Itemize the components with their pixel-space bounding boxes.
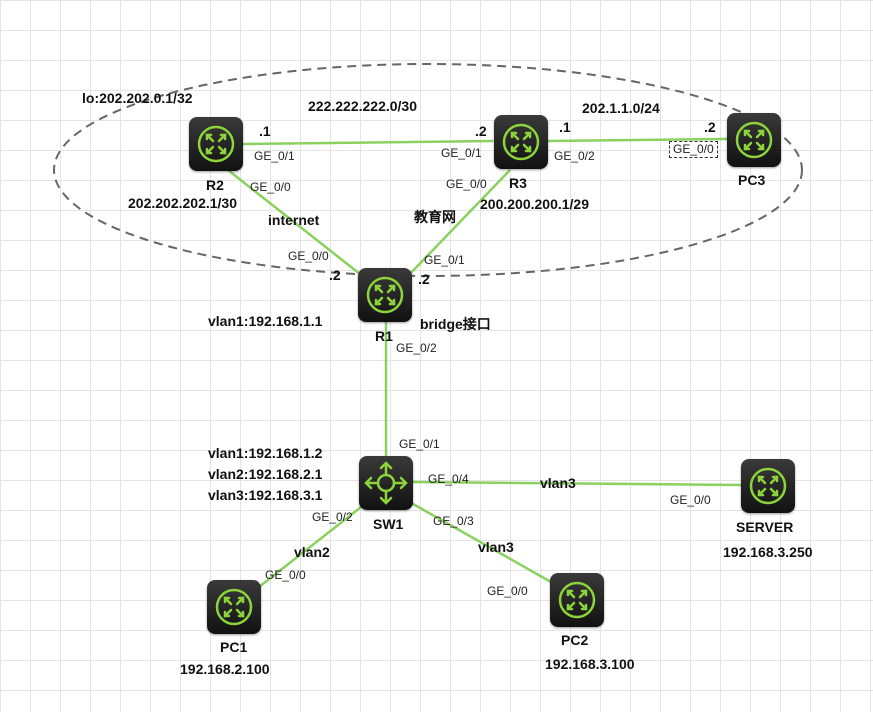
link-r2-r1 xyxy=(227,169,366,279)
r3-port-ge02: GE_0/2 xyxy=(554,149,595,163)
pc3-port-ge00: GE_0/0 xyxy=(669,141,718,158)
router-icon xyxy=(366,276,404,314)
router-icon xyxy=(558,581,596,619)
lo-address: lo:202.202.0.1/32 xyxy=(82,90,193,106)
sw-vlan2: vlan2:192.168.2.1 xyxy=(208,466,323,482)
router-icon xyxy=(735,121,773,159)
network-boundary-ellipse xyxy=(53,63,803,277)
r3-wan: 200.200.200.1/29 xyxy=(480,196,589,212)
link-r3-r1 xyxy=(405,169,511,279)
r1-vlan1: vlan1:192.168.1.1 xyxy=(208,313,323,329)
pc3-dot: .2 xyxy=(704,119,716,135)
r2-left-dot: .1 xyxy=(259,123,271,139)
router-r2[interactable] xyxy=(189,117,243,171)
sw1-port-ge03: GE_0/3 xyxy=(433,514,474,528)
r2-name: R2 xyxy=(206,177,224,193)
server-ip: 192.168.3.250 xyxy=(723,544,813,560)
edu-net-label: 教育网 xyxy=(414,209,456,225)
sw1-name: SW1 xyxy=(373,516,404,532)
r3-left-dot: .2 xyxy=(475,123,487,139)
sw1-port-ge04: GE_0/4 xyxy=(428,472,469,486)
r1-port-ge00: GE_0/0 xyxy=(288,249,329,263)
router-r3[interactable] xyxy=(494,115,548,169)
router-pc2[interactable] xyxy=(550,573,604,627)
pc2-name: PC2 xyxy=(561,632,589,648)
pc2-port-ge00: GE_0/0 xyxy=(487,584,528,598)
r3-port-ge00: GE_0/0 xyxy=(446,177,487,191)
router-icon xyxy=(215,588,253,626)
link-sw1-pc1 xyxy=(249,499,371,595)
pc2-ip: 192.168.3.100 xyxy=(545,656,635,672)
pc1-name: PC1 xyxy=(220,639,248,655)
switch-icon xyxy=(364,461,408,505)
r1-port-ge01: GE_0/1 xyxy=(424,253,465,267)
router-icon xyxy=(749,467,787,505)
link-vlan2-pc1: vlan2 xyxy=(294,544,330,560)
r1-left-dot: .2 xyxy=(329,267,341,283)
r1-name: R1 xyxy=(375,328,393,344)
r2-port-ge01: GE_0/1 xyxy=(254,149,295,163)
router-pc3[interactable] xyxy=(727,113,781,167)
r1-right-dot: .2 xyxy=(418,271,430,287)
link-sw1-server xyxy=(412,480,742,487)
r1-port-ge02: GE_0/2 xyxy=(396,341,437,355)
bridge-label: bridge接口 xyxy=(420,316,491,332)
server-port-ge00: GE_0/0 xyxy=(670,493,711,507)
router-icon xyxy=(502,123,540,161)
switch-sw1[interactable] xyxy=(359,456,413,510)
sw1-port-ge02: GE_0/2 xyxy=(312,510,353,524)
r2-wan: 202.202.202.1/30 xyxy=(128,195,237,211)
router-pc1[interactable] xyxy=(207,580,261,634)
link-r3-pc3 xyxy=(547,137,728,143)
pc1-ip: 192.168.2.100 xyxy=(180,661,270,677)
router-r1[interactable] xyxy=(358,268,412,322)
internet-label: internet xyxy=(268,212,320,228)
net-r2-r3: 222.222.222.0/30 xyxy=(308,98,417,114)
sw1-port-ge01: GE_0/1 xyxy=(399,437,440,451)
r3-name: R3 xyxy=(509,175,527,191)
sw-vlan3: vlan3:192.168.3.1 xyxy=(208,487,323,503)
link-r2-r3 xyxy=(242,139,494,146)
link-vlan3-server: vlan3 xyxy=(540,475,576,491)
server-name: SERVER xyxy=(736,519,794,535)
r3-port-ge01: GE_0/1 xyxy=(441,146,482,160)
net-r3-pc3: 202.1.1.0/24 xyxy=(582,100,660,116)
router-icon xyxy=(197,125,235,163)
sw-vlan1: vlan1:192.168.1.2 xyxy=(208,445,323,461)
r3-right-dot: .1 xyxy=(559,119,571,135)
pc1-port-ge00: GE_0/0 xyxy=(265,568,306,582)
link-sw1-pc2 xyxy=(405,498,552,584)
pc3-name: PC3 xyxy=(738,172,766,188)
link-vlan3-pc2: vlan3 xyxy=(478,539,514,555)
router-server[interactable] xyxy=(741,459,795,513)
r2-port-ge00: GE_0/0 xyxy=(250,180,291,194)
